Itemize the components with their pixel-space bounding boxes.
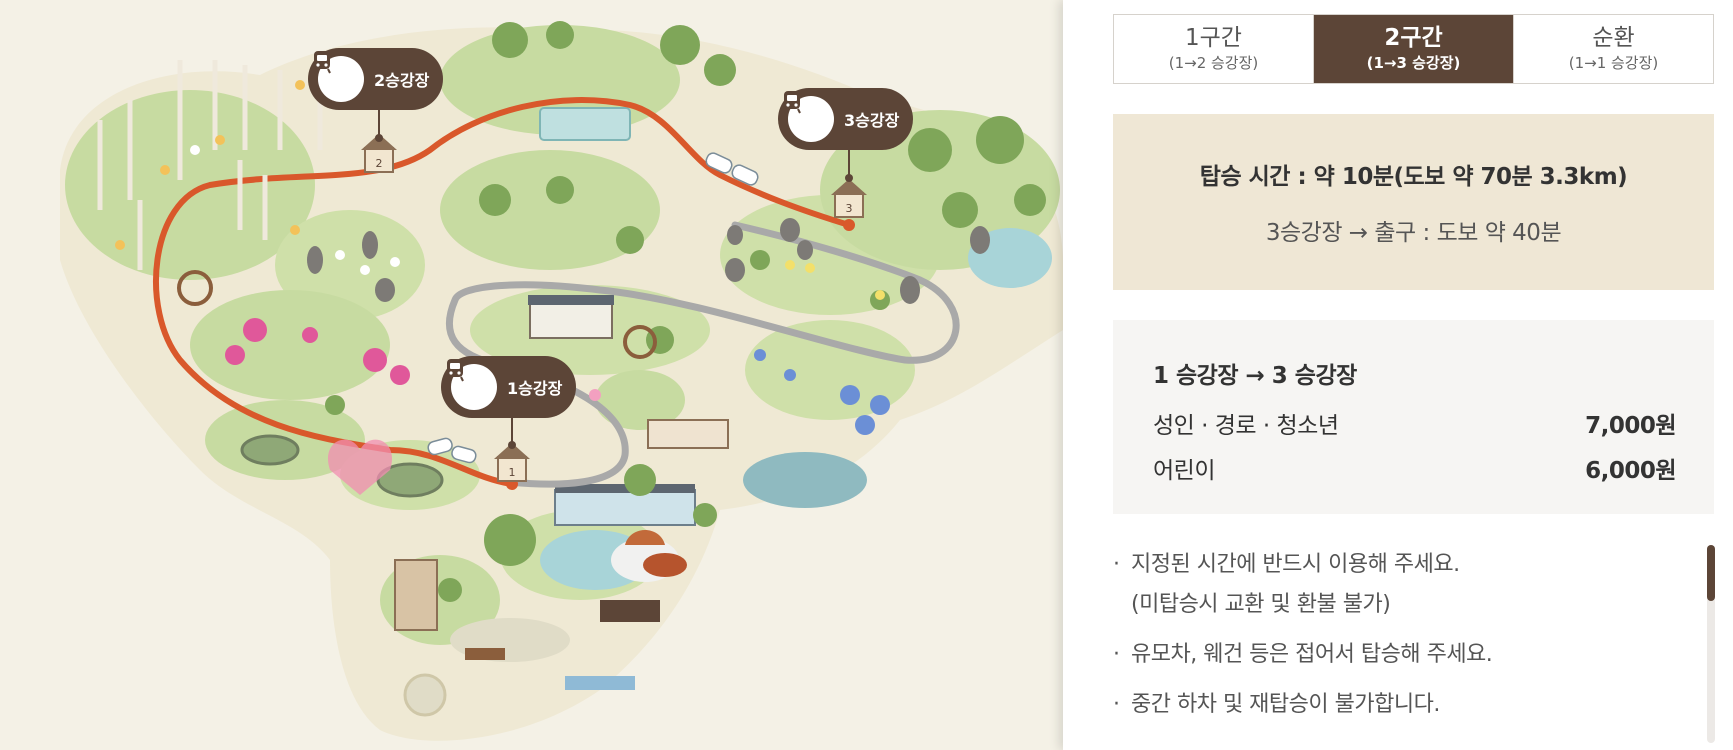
fare-row: 어린이 6,000원	[1153, 449, 1676, 494]
museum-roof	[528, 295, 614, 305]
fare-title: 1 승강장 → 3 승강장	[1153, 363, 1357, 389]
station-hut: 1	[494, 443, 530, 482]
heart-bridge	[327, 439, 393, 495]
svg-text:1: 1	[509, 466, 516, 479]
bench	[465, 648, 505, 660]
water-wheel	[623, 325, 657, 359]
pond	[743, 452, 867, 508]
station-pin-label: 2승강장	[374, 71, 430, 90]
tab-loop[interactable]: 순환 (1→1 승강장)	[1514, 15, 1713, 83]
tower	[394, 559, 438, 631]
tab-subtitle: (1→3 승강장)	[1366, 54, 1461, 72]
tab-title: 2구간	[1384, 25, 1443, 51]
scrollbar-thumb[interactable]	[1707, 545, 1715, 601]
stone-circle	[240, 434, 300, 466]
note-text: 유모차, 웨건 등은 접어서 탑승해 주세요.	[1131, 642, 1493, 667]
train-icon	[313, 51, 364, 102]
meadow	[595, 370, 685, 430]
fare-price: 7,000원	[1585, 413, 1676, 439]
station-pin-2[interactable]: 2승강장	[308, 48, 444, 110]
note-item: 중간 하차 및 재탑승이 불가합니다.	[1113, 685, 1673, 725]
svg-text:2: 2	[376, 157, 383, 170]
train-car	[451, 445, 477, 464]
duck	[643, 553, 687, 577]
tab-title: 1구간	[1185, 25, 1242, 51]
main-building-roof	[555, 484, 695, 493]
plaza	[403, 673, 447, 717]
note-item: 지정된 시간에 반드시 이용해 주세요. (미탑승시 교환 및 환불 불가)	[1113, 545, 1673, 625]
main-building	[554, 489, 696, 526]
station-pin-label: 1승강장	[507, 379, 563, 398]
train-car	[427, 437, 453, 456]
fare-label: 어린이	[1153, 458, 1215, 484]
train-car	[705, 152, 733, 174]
train-icon	[446, 359, 497, 410]
pavilion	[600, 600, 660, 622]
pin-stem	[511, 416, 513, 444]
station-hut: 3	[831, 179, 867, 218]
notes-scrollbar[interactable]	[1707, 545, 1715, 743]
map-illustration: 2 3 1	[60, 21, 1063, 741]
meadow	[440, 150, 660, 270]
shelter	[565, 676, 635, 690]
ride-time-box: 탑승 시간 : 약 10분(도보 약 70분 3.3km) 3승강장 → 출구 …	[1113, 114, 1714, 290]
train-icon	[783, 91, 834, 142]
greenhouse	[539, 107, 631, 141]
water-wheel	[177, 270, 213, 306]
station-pin-label: 3승강장	[844, 111, 900, 130]
station-pin-1[interactable]: 1승강장	[441, 356, 577, 418]
garden-map[interactable]: 2 3 1 2승강장	[0, 0, 1063, 750]
meadow	[190, 290, 390, 400]
svg-text:3: 3	[846, 202, 853, 215]
museum-building	[529, 299, 613, 339]
route-tabs: 1구간 (1→2 승강장) 2구간 (1→3 승강장) 순환 (1→1 승강장)	[1113, 14, 1714, 84]
pin-dot	[375, 134, 383, 142]
ride-time: 탑승 시간 : 약 10분(도보 약 70분 3.3km)	[1199, 164, 1628, 190]
note-text: 지정된 시간에 반드시 이용해 주세요.	[1131, 552, 1460, 577]
pin-dot	[508, 441, 516, 449]
fare-label: 성인 · 경로 · 청소년	[1153, 413, 1339, 439]
tab-subtitle: (1→1 승강장)	[1568, 54, 1659, 72]
flowers	[115, 80, 890, 435]
station-pin-3[interactable]: 3승강장	[778, 88, 914, 150]
note-subtext: (미탑승시 교환 및 환불 불가)	[1131, 592, 1391, 617]
walk-time: 3승강장 → 출구 : 도보 약 40분	[1265, 220, 1562, 246]
route-end-dot	[843, 219, 855, 231]
fare-box: 1 승강장 → 3 승강장 성인 · 경로 · 청소년 7,000원 어린이 6…	[1113, 320, 1714, 514]
rocks	[307, 218, 990, 304]
tab-subtitle: (1→2 승강장)	[1168, 54, 1259, 72]
pin-dot	[845, 174, 853, 182]
fare-price: 6,000원	[1585, 458, 1676, 484]
route-info-panel: 1구간 (1→2 승강장) 2구간 (1→3 승강장) 순환 (1→1 승강장)…	[1063, 0, 1733, 750]
note-item: 유모차, 웨건 등은 접어서 탑승해 주세요.	[1113, 635, 1673, 675]
notes-list[interactable]: 지정된 시간에 반드시 이용해 주세요. (미탑승시 교환 및 환불 불가) 유…	[1113, 545, 1673, 750]
station-hut: 2	[361, 134, 397, 173]
train-car	[731, 164, 759, 186]
hall-building	[647, 419, 729, 449]
pin-stem	[378, 108, 380, 136]
tab-section-2[interactable]: 2구간 (1→3 승강장)	[1314, 15, 1514, 83]
note-text: 중간 하차 및 재탑승이 불가합니다.	[1131, 692, 1440, 717]
duck	[625, 530, 665, 545]
pin-stem	[848, 148, 850, 178]
meadow	[745, 320, 915, 420]
fare-row: 성인 · 경로 · 청소년 7,000원	[1153, 404, 1676, 449]
tab-title: 순환	[1592, 25, 1635, 51]
tab-section-1[interactable]: 1구간 (1→2 승강장)	[1114, 15, 1314, 83]
train-track-loop	[445, 221, 960, 488]
